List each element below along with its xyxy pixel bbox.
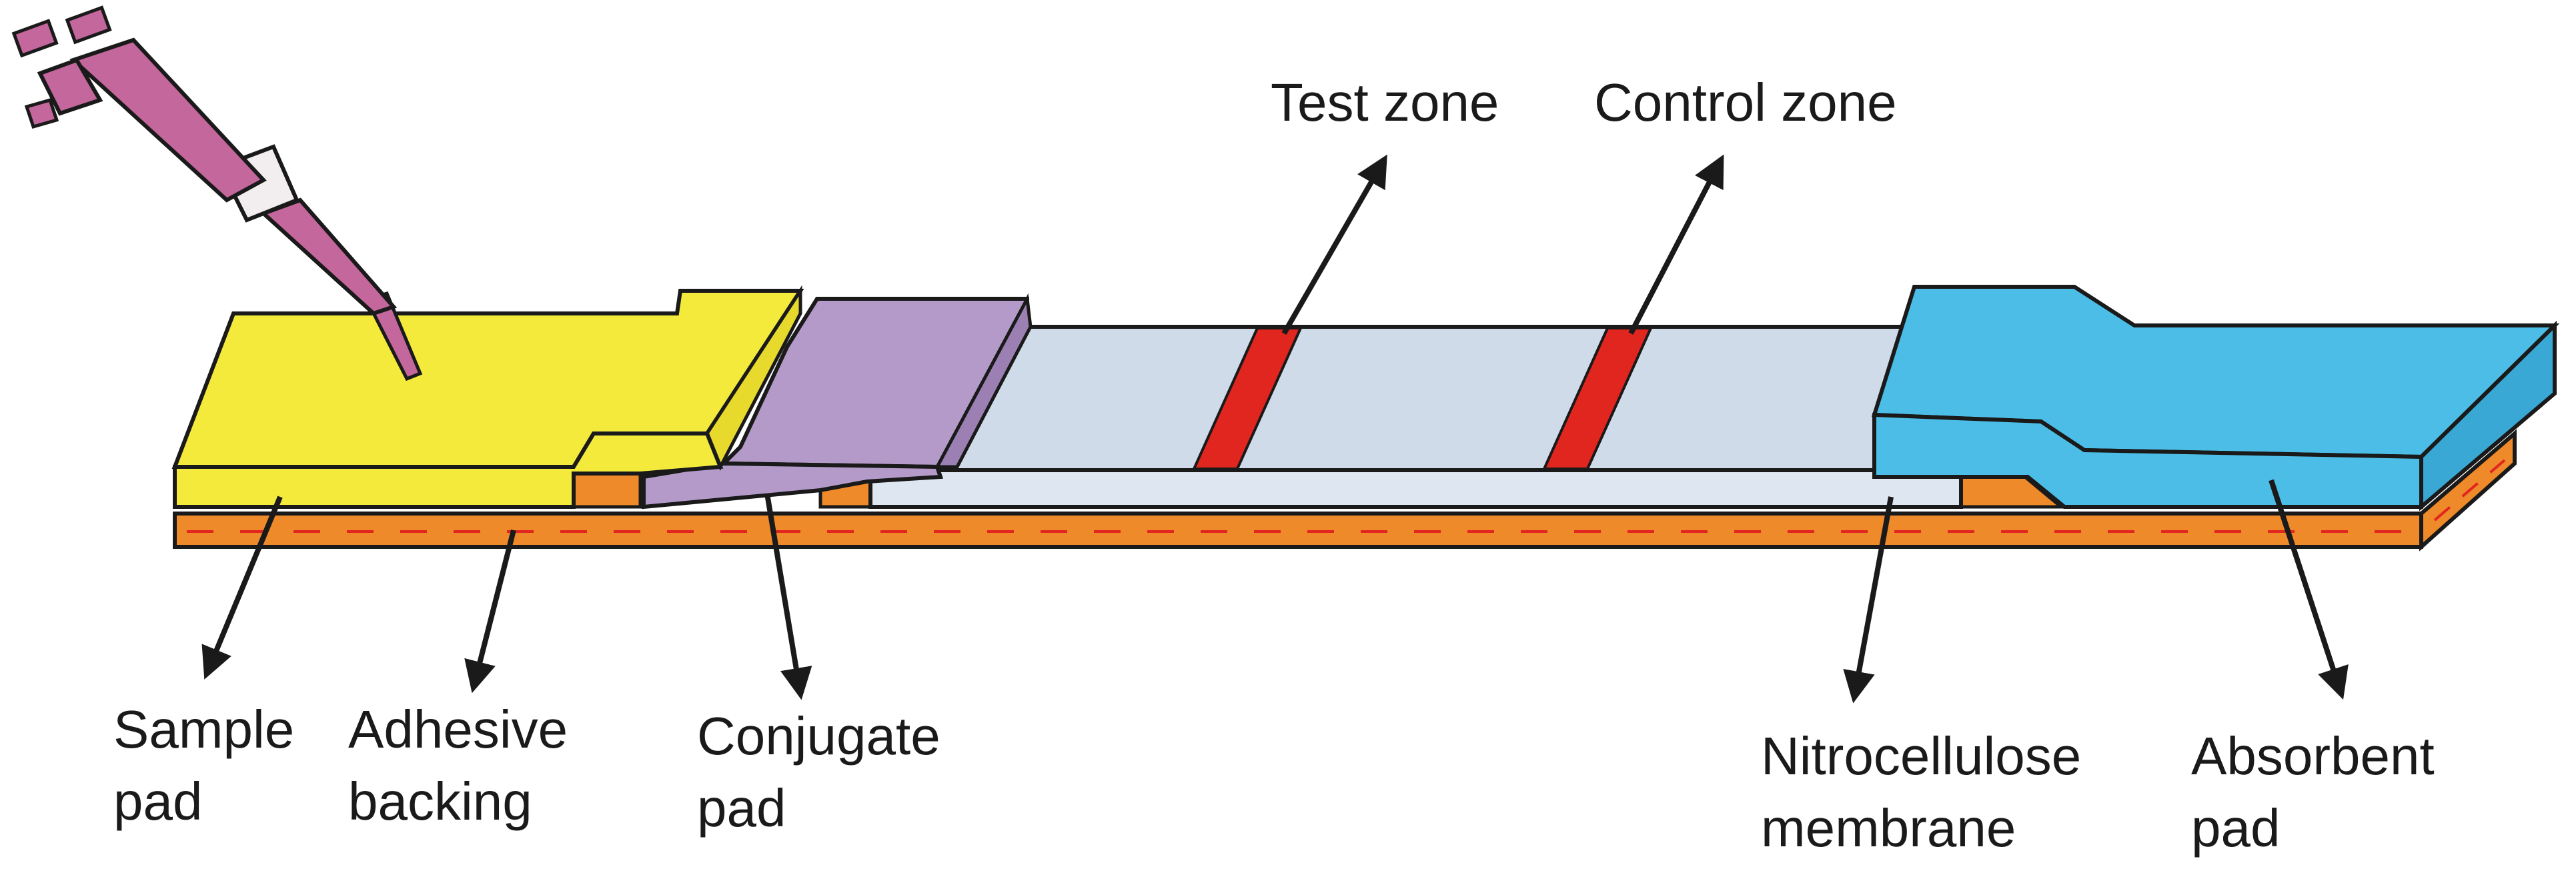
control-zone-label: Control zone [1594,73,1897,132]
arrow-control-zone [1628,154,1724,335]
nitrocellulose-membrane-label: Nitrocellulose membrane [1761,726,2082,858]
sample-pad-label: Sample pad [113,700,295,831]
conjugate-pad-label: Conjugate pad [697,706,940,838]
adhesive-backing-label: Adhesive backing [348,700,568,831]
arrow-sample-pad [201,496,283,680]
absorbent-pad-label: Absorbent pad [2191,726,2435,858]
sample-pad [171,285,804,509]
nitrocellulose-membrane [868,325,1963,509]
pipette-icon [11,5,423,381]
test-zone-label: Test zone [1271,73,1499,132]
arrow-test-zone [1281,154,1387,335]
absorbent-pad [1871,285,2560,512]
arrow-conjugate-pad [764,493,812,700]
arrow-nitrocellulose-membrane [1843,496,1894,704]
arrow-adhesive-backing [464,530,516,694]
adhesive-backing [173,429,2517,552]
arrow-absorbent-pad [2269,479,2349,700]
conjugate-pad [642,293,1033,510]
leader-arrows [201,154,2349,704]
